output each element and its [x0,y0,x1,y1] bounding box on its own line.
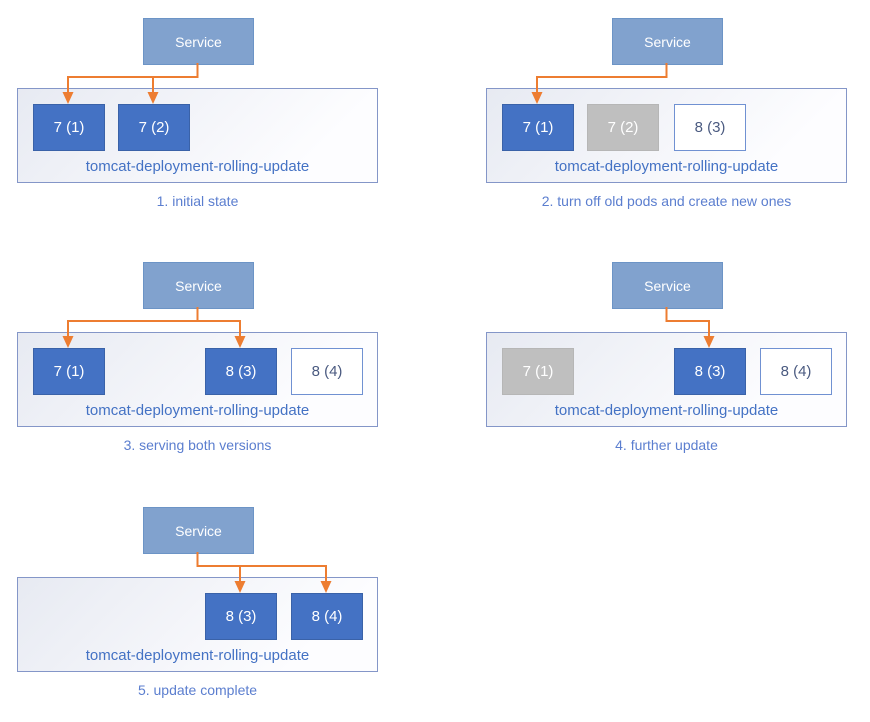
service-label: Service [175,522,222,539]
pod-8-4: 8 (4) [291,593,363,640]
deployment-box: 7 (1) 8 (3) 8 (4) tomcat-deployment-rolling… [17,332,378,427]
pod-label: 8 (4) [780,363,812,380]
deployment-label: tomcat-deployment-rolling-update [554,402,779,419]
pod-label: 8 (4) [311,363,343,380]
panel-step-5: Service 8 (3) 8 (4) tomcat-deployment-rolli… [17,507,378,722]
service-box: Service [143,507,254,554]
pod-7-1: 7 (1) [502,348,574,395]
panel-caption: 5. update complete [137,682,258,698]
pod-8-3: 8 (3) [674,104,746,151]
pod-label: 7 (2) [138,119,170,136]
panel-caption: 1. initial state [156,193,239,209]
service-label: Service [644,33,691,50]
deployment-label: tomcat-deployment-rolling-update [85,158,310,175]
pod-label: 7 (2) [607,119,639,136]
pod-label: 7 (1) [522,119,554,136]
pod-8-3: 8 (3) [205,348,277,395]
deployment-box: 8 (3) 8 (4) tomcat-deployment-rolling-upda… [17,577,378,672]
pod-label: 8 (3) [225,608,257,625]
pod-7-1: 7 (1) [33,104,105,151]
panel-step-3: Service 7 (1) 8 (3) 8 (4) tomcat-deployment-… [17,262,378,477]
panel-caption: 2. turn off old pods and create new ones [541,193,792,209]
pod-7-2: 7 (2) [587,104,659,151]
pod-7-2: 7 (2) [118,104,190,151]
pod-label: 8 (3) [694,119,726,136]
service-box: Service [612,262,723,309]
deployment-label: tomcat-deployment-rolling-update [554,158,779,175]
service-label: Service [175,33,222,50]
pod-7-1: 7 (1) [33,348,105,395]
pod-label: 8 (3) [694,363,726,380]
pod-label: 7 (1) [522,363,554,380]
deployment-box: 7 (1) 7 (2) 8 (3) tomcat-deployment-rolling… [486,88,847,183]
pod-label: 7 (1) [53,363,85,380]
pod-label: 7 (1) [53,119,85,136]
deployment-box: 7 (1) 7 (2) tomcat-deployment-rolling-upda… [17,88,378,183]
pod-8-3: 8 (3) [674,348,746,395]
pod-8-4: 8 (4) [291,348,363,395]
service-box: Service [143,18,254,65]
deployment-label: tomcat-deployment-rolling-update [85,647,310,664]
pod-8-3: 8 (3) [205,593,277,640]
panel-step-1: Service 7 (1) 7 (2) tomcat-deployment-rolli… [17,18,378,233]
service-label: Service [644,277,691,294]
pod-label: 8 (3) [225,363,257,380]
pod-label: 8 (4) [311,608,343,625]
panel-caption: 4. further update [615,437,718,453]
pod-8-4: 8 (4) [760,348,832,395]
panel-caption: 3. serving both versions [123,437,272,453]
deployment-label: tomcat-deployment-rolling-update [85,402,310,419]
pod-7-1: 7 (1) [502,104,574,151]
panel-step-2: Service 7 (1) 7 (2) 8 (3) tomcat-deployment-… [486,18,847,233]
service-box: Service [612,18,723,65]
deployment-box: 7 (1) 8 (3) 8 (4) tomcat-deployment-rolling… [486,332,847,427]
service-label: Service [175,277,222,294]
panel-step-4: Service 7 (1) 8 (3) 8 (4) tomcat-deployment-… [486,262,847,477]
service-box: Service [143,262,254,309]
